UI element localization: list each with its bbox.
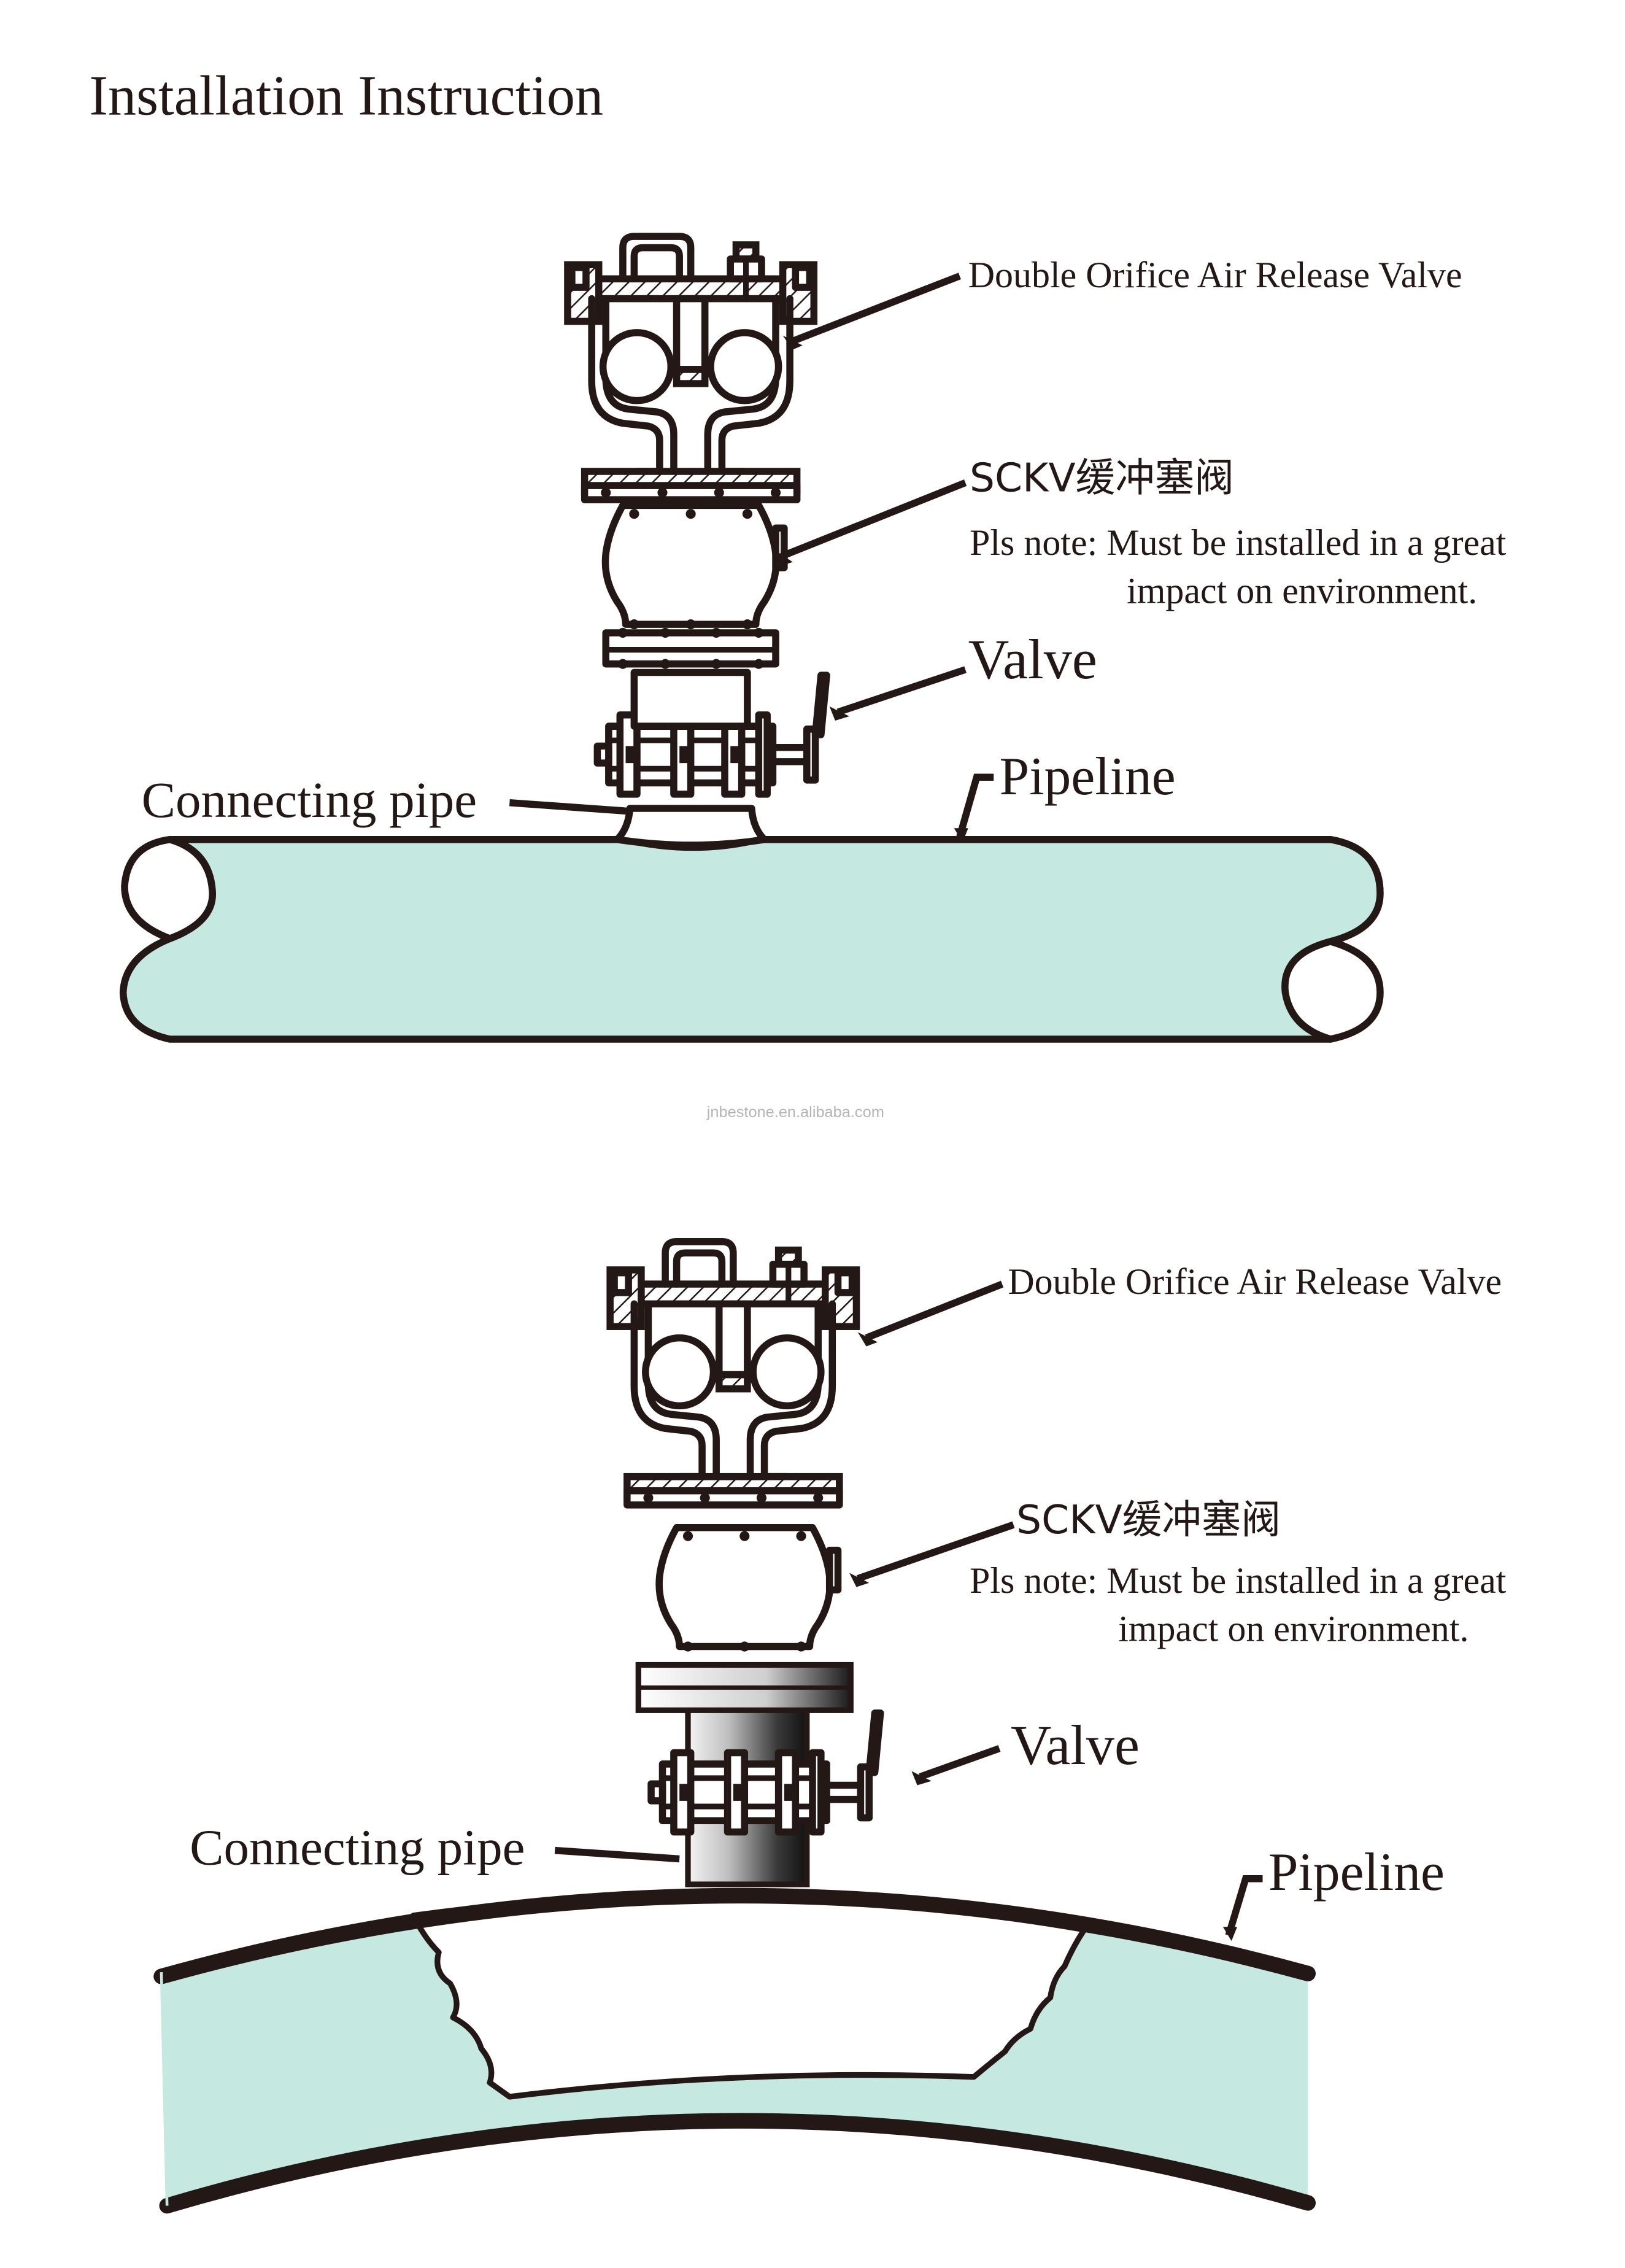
bottom-air-release-valve xyxy=(610,1242,856,1505)
top-air-release-valve xyxy=(568,236,814,500)
bottom-label-sckv: SCKV缓冲塞阀 xyxy=(1016,1497,1281,1543)
top-sckv-buffer-valve xyxy=(605,505,784,629)
top-diagram: Double Orifice Air Release Valve SCKV缓冲塞… xyxy=(119,236,1507,1043)
watermark: jnbestone.en.alibaba.com xyxy=(706,1104,884,1121)
bottom-label-connecting-pipe: Connecting pipe xyxy=(190,1819,525,1876)
top-label-connecting-pipe: Connecting pipe xyxy=(142,772,477,828)
bottom-label-pipeline: Pipeline xyxy=(1268,1842,1445,1902)
bottom-sckv-buffer-valve xyxy=(659,1528,838,1652)
bottom-label-air-release-valve: Double Orifice Air Release Valve xyxy=(1008,1261,1502,1302)
top-note-line2: impact on environment. xyxy=(1127,571,1477,611)
top-connecting-pipe xyxy=(613,805,768,849)
top-label-air-release-valve: Double Orifice Air Release Valve xyxy=(968,255,1462,295)
bottom-note-line2: impact on environment. xyxy=(1118,1608,1469,1649)
bottom-pipeline xyxy=(153,1887,1316,2214)
top-pipeline xyxy=(119,835,1384,1043)
bottom-diagram: Double Orifice Air Release Valve SCKV缓冲塞… xyxy=(153,1242,1507,2214)
top-note-line1: Pls note: Must be installed in a great xyxy=(970,522,1507,563)
top-label-sckv: SCKV缓冲塞阀 xyxy=(970,455,1234,501)
bottom-note-line1: Pls note: Must be installed in a great xyxy=(970,1560,1507,1601)
top-label-valve: Valve xyxy=(968,628,1097,691)
page-title: Installation Instruction xyxy=(89,64,603,127)
bottom-label-valve: Valve xyxy=(1011,1714,1140,1776)
top-label-pipeline: Pipeline xyxy=(999,746,1175,806)
